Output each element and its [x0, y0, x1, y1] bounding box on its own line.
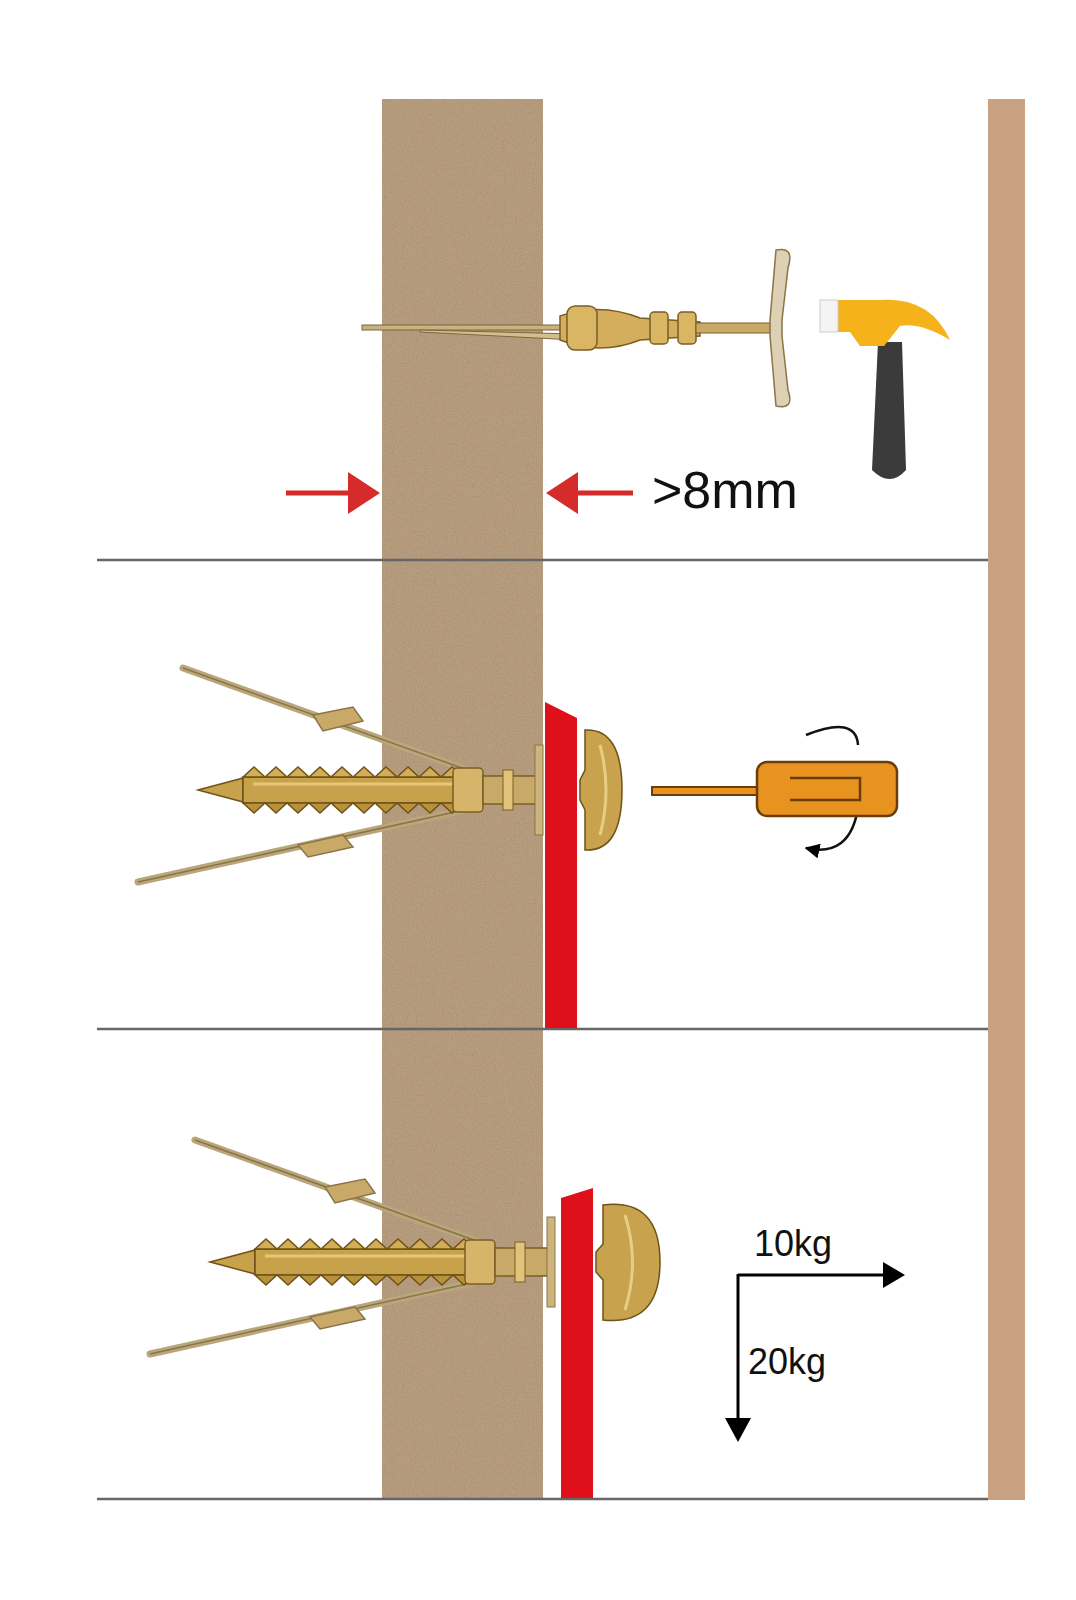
anchor-installed	[150, 1140, 660, 1498]
thickness-label: >8mm	[652, 464, 798, 516]
hammer-icon	[820, 300, 950, 479]
load-arrows	[725, 1262, 905, 1442]
vertical-load-label: 20kg	[748, 1344, 826, 1380]
screwdriver-icon	[652, 727, 897, 850]
thickness-arrows	[286, 472, 633, 514]
anchor-expanding	[138, 668, 622, 1028]
wall-strip	[988, 99, 1025, 1500]
horizontal-load-label: 10kg	[754, 1226, 832, 1262]
anchor-unexpanded	[362, 249, 790, 406]
